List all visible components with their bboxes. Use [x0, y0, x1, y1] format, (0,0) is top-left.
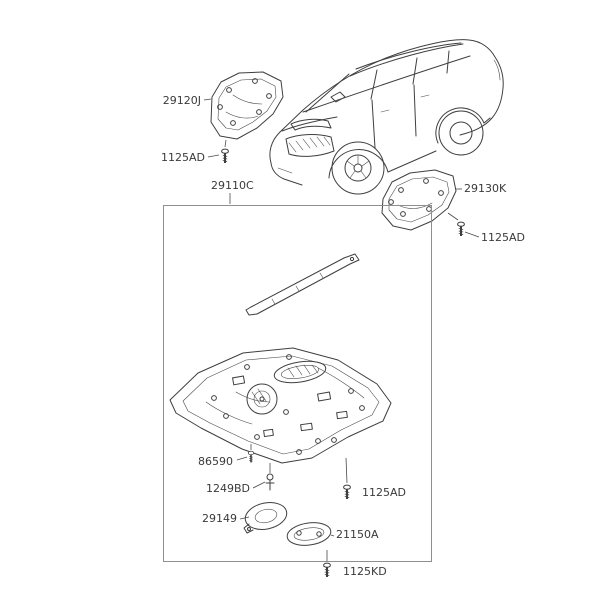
- fastener-label-1125KD: 1125KD: [343, 565, 387, 578]
- part-label-86590: 86590: [198, 455, 233, 468]
- bolt-icon-1125KD: [322, 562, 332, 578]
- part-label-21150A: 21150A: [336, 528, 379, 541]
- bolt-icon-1125AD-left: [220, 148, 230, 164]
- car-illustration: [269, 39, 504, 195]
- part-label-29149: 29149: [202, 512, 237, 525]
- part-labels: 29120J 1125AD 29110C 29130K 1125AD 86590…: [161, 94, 525, 578]
- part-29130K-shape: [381, 169, 457, 231]
- fastener-label-1125AD-left: 1125AD: [161, 151, 205, 164]
- assembly-label-29110C: 29110C: [211, 179, 254, 192]
- crossmember-shape: [245, 253, 360, 316]
- clip-icon-1249BD: [265, 473, 275, 491]
- part-29120J-shape: [210, 71, 284, 140]
- part-label-29130K: 29130K: [464, 182, 507, 195]
- part-29149-shape: [243, 502, 288, 534]
- under-cover-panel-shape: [169, 347, 392, 464]
- leader-lines: [203, 98, 480, 561]
- bolt-icon-1125AD-center: [342, 484, 352, 500]
- bolt-icon-1125AD-right: [456, 221, 466, 237]
- screw-icon-86590: [247, 450, 255, 464]
- assembly-29110C-frame: [163, 205, 432, 562]
- part-21150A-shape: [286, 522, 332, 546]
- fastener-label-1125AD-right: 1125AD: [481, 231, 525, 244]
- part-label-29120J: 29120J: [163, 94, 201, 107]
- fastener-label-1249BD: 1249BD: [206, 482, 250, 495]
- fastener-label-1125AD-center: 1125AD: [362, 486, 406, 499]
